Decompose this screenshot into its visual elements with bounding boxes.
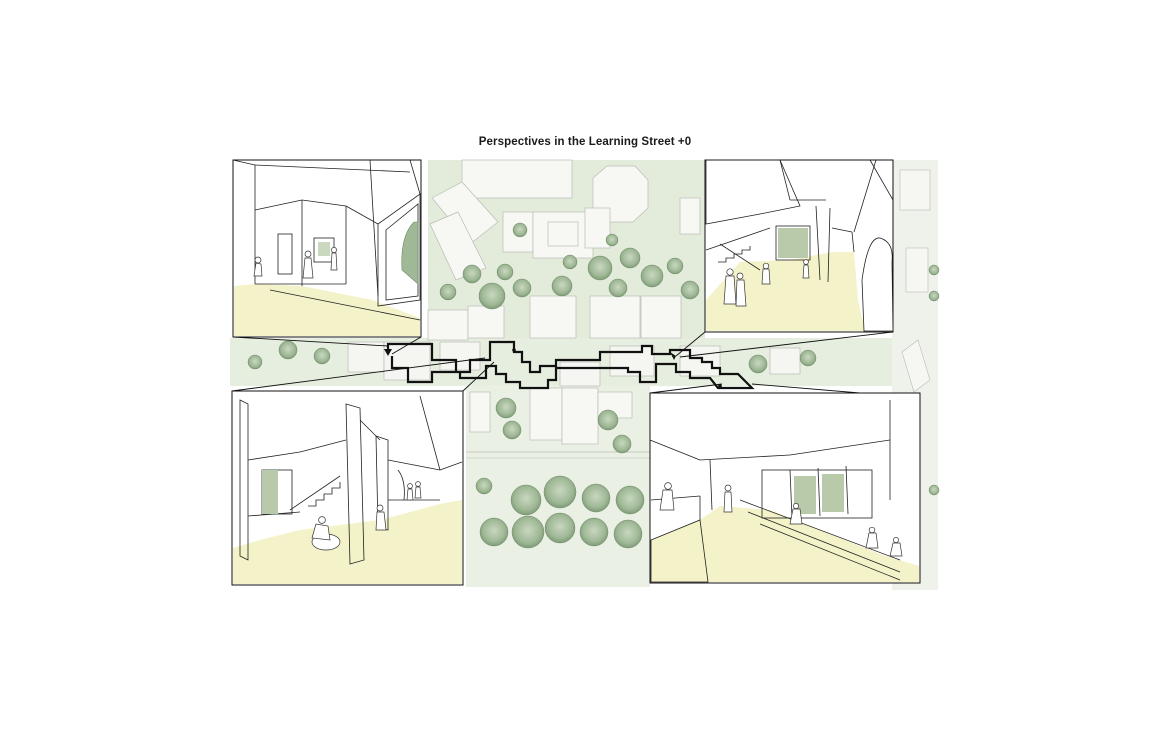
page-title: Perspectives in the Learning Street +0	[478, 136, 692, 148]
perspective-top-left	[232, 159, 422, 338]
perspective-bottom-left	[231, 390, 464, 586]
perspective-bottom-right	[649, 392, 921, 584]
learning-street-route	[386, 340, 755, 390]
perspective-top-right	[704, 159, 894, 333]
viewpoint-markers	[384, 348, 722, 388]
leader-lines	[231, 331, 921, 399]
